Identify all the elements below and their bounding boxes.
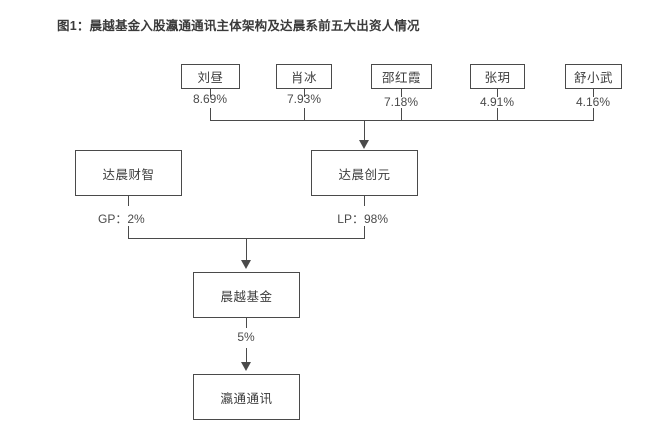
entity-label: 晨越基金: [220, 289, 273, 304]
connector-to-fund: [246, 238, 247, 262]
connector-stub-liuzhou: [210, 89, 211, 97]
entity-box-chenyuejijin: 晨越基金: [193, 272, 300, 318]
entity-label: 瀛通通讯: [220, 391, 273, 406]
connector-drop-zhangyue: [497, 108, 498, 120]
entity-box-yingtong: 瀛通通讯: [193, 374, 300, 420]
connector-stub-dachenchuangyuan: [364, 196, 365, 206]
arrow-head-to-listed: [241, 362, 251, 371]
connector-to-chuangyuan: [364, 120, 365, 142]
connector-drop-dachenchuangyuan: [364, 226, 365, 238]
connector-stub-xiaobing: [304, 89, 305, 97]
connector-drop-xiaobing: [304, 108, 305, 120]
connector-stub-dachencaizhi: [128, 196, 129, 206]
shareholder-box-liuzhou: 刘昼: [181, 64, 240, 89]
shareholder-label: 肖冰: [290, 71, 317, 85]
connector-drop-shaohongxia: [401, 108, 402, 120]
connector-drop-liuzhou: [210, 108, 211, 120]
shareholder-label: 张玥: [484, 71, 511, 85]
edge-label-lp: LP：98%: [337, 212, 388, 226]
arrow-head-to-fund: [241, 260, 251, 269]
edge-label-shuxiaowu-percent: 4.16%: [575, 95, 611, 109]
figure-title: 图1：晨越基金入股瀛通通讯主体架构及达晨系前五大出资人情况: [57, 19, 420, 33]
connector-drop-chenyuejijin: [246, 348, 247, 364]
shareholder-box-xiaobing: 肖冰: [276, 64, 332, 89]
connector-drop-shuxiaowu: [593, 108, 594, 120]
shareholder-label: 刘昼: [197, 71, 224, 85]
shareholder-box-shaohongxia: 邵红霞: [371, 64, 432, 89]
edge-label-zhangyue-percent: 4.91%: [479, 95, 515, 109]
connector-stub-chenyuejijin: [246, 318, 247, 328]
connector-stub-shaohongxia: [401, 89, 402, 97]
connector-bus-shareholders: [210, 120, 594, 121]
edge-label-shaohongxia-percent: 7.18%: [383, 95, 419, 109]
entity-label: 达晨财智: [102, 167, 155, 182]
connector-stub-zhangyue: [497, 89, 498, 97]
edge-label-stake: 5%: [237, 330, 255, 344]
edge-label-xiaobing-percent: 7.93%: [286, 92, 322, 106]
shareholder-box-shuxiaowu: 舒小武: [565, 64, 622, 89]
connector-stub-shuxiaowu: [593, 89, 594, 97]
shareholder-label: 邵红霞: [381, 71, 421, 85]
entity-label: 达晨创元: [338, 167, 391, 182]
entity-box-dachencaizhi: 达晨财智: [75, 150, 182, 196]
arrow-head-to-chuangyuan: [359, 140, 369, 149]
shareholder-box-zhangyue: 张玥: [470, 64, 525, 89]
shareholder-label: 舒小武: [573, 71, 613, 85]
edge-label-gp: GP：2%: [98, 212, 145, 226]
connector-drop-dachencaizhi: [128, 226, 129, 238]
entity-box-dachenchuangyuan: 达晨创元: [311, 150, 418, 196]
edge-label-liuzhou-percent: 8.69%: [192, 92, 228, 106]
